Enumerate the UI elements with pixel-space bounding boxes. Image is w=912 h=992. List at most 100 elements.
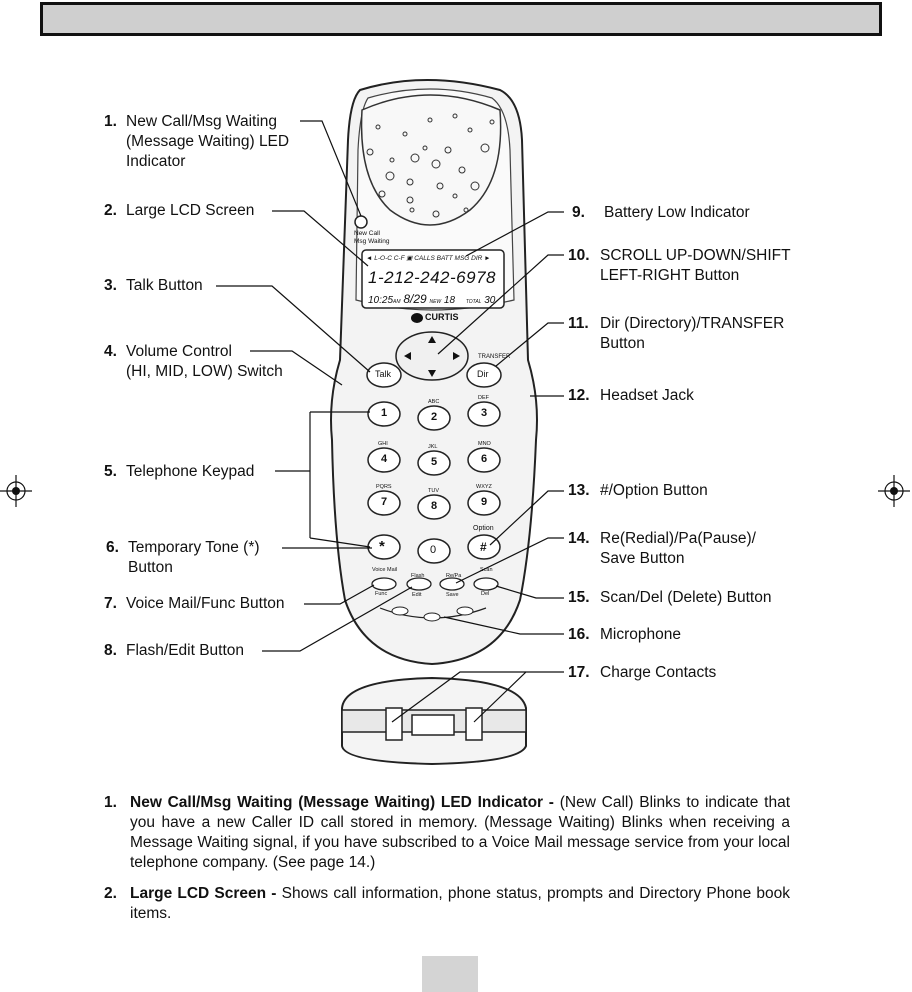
callout-num: 5. bbox=[104, 463, 117, 480]
key-star[interactable]: * bbox=[379, 538, 385, 555]
func-top-scan: Scan bbox=[480, 567, 493, 573]
callout-text: Battery Low Indicator bbox=[604, 204, 750, 221]
callout-num: 8. bbox=[104, 642, 117, 659]
callout-text-2: Button bbox=[600, 335, 645, 352]
led-label: New Call Msg Waiting bbox=[354, 230, 390, 246]
callout-text: Telephone Keypad bbox=[126, 463, 255, 480]
callout-text: Scan/Del (Delete) Button bbox=[600, 589, 772, 606]
callout-13: 13. #/Option Button bbox=[568, 481, 708, 501]
func-top-flash: Flash bbox=[411, 573, 425, 579]
callout-text: #/Option Button bbox=[600, 482, 708, 499]
description-body: (New Call) Blinks to indicate that you h… bbox=[130, 794, 790, 871]
callout-8: 8. Flash/Edit Button bbox=[104, 641, 244, 661]
callout-num: 10. bbox=[568, 247, 590, 264]
key-9[interactable]: 9 bbox=[481, 496, 488, 508]
callout-num: 1. bbox=[104, 113, 117, 130]
key-8[interactable]: 8 bbox=[431, 500, 438, 512]
callout-text: Dir (Directory)/TRANSFER bbox=[600, 315, 785, 332]
lcd-time: 10:25 bbox=[368, 295, 394, 306]
callout-num: 15. bbox=[568, 589, 590, 606]
lcd-ampm: AM bbox=[393, 299, 401, 305]
callout-text: Large LCD Screen bbox=[126, 202, 255, 219]
key-4-letters: GHI bbox=[378, 441, 388, 447]
description-num: 1. bbox=[104, 794, 117, 811]
description-num: 2. bbox=[104, 885, 117, 902]
key-5-letters: JKL bbox=[428, 444, 438, 450]
key-7[interactable]: 7 bbox=[381, 496, 388, 508]
callout-num: 13. bbox=[568, 482, 590, 499]
dir-button[interactable]: Dir bbox=[477, 369, 489, 379]
func-bottom-save: Save bbox=[446, 592, 459, 598]
key-hash[interactable]: # bbox=[480, 540, 487, 554]
talk-button[interactable]: Talk bbox=[375, 369, 392, 379]
func-top-voice-mail: Voice Mail bbox=[372, 567, 398, 573]
callout-6: 6. Temporary Tone (*) Button bbox=[106, 538, 260, 578]
callout-num: 2. bbox=[104, 202, 117, 219]
key-9-letters: WXYZ bbox=[476, 484, 492, 490]
lcd-new-label: NEW bbox=[429, 299, 442, 305]
callout-text: Flash/Edit Button bbox=[126, 642, 245, 659]
callout-num: 11. bbox=[568, 315, 589, 332]
callout-num: 7. bbox=[104, 595, 117, 612]
key-0[interactable]: 0 bbox=[430, 544, 437, 556]
key-5[interactable]: 5 bbox=[431, 456, 438, 468]
callout-text: Voice Mail/Func Button bbox=[126, 595, 285, 612]
key-6-letters: MNO bbox=[478, 441, 491, 447]
description-body: Shows call information, phone status, pr… bbox=[130, 885, 790, 922]
transfer-label: TRANSFER bbox=[478, 354, 511, 360]
callout-10: 10.SCROLL UP-DOWN/SHIFT LEFT-RIGHT Butto… bbox=[568, 246, 791, 286]
description-title: Large LCD Screen - bbox=[130, 885, 277, 902]
callout-text: Re(Redial)/Pa(Pause)/ bbox=[600, 530, 756, 547]
callout-num: 16. bbox=[568, 626, 590, 643]
func-top-repa: Re/Pa bbox=[446, 573, 462, 579]
description-text: New Call/Msg Waiting (Message Waiting) L… bbox=[130, 793, 790, 873]
key-4[interactable]: 4 bbox=[381, 453, 388, 465]
callout-num: 12. bbox=[568, 387, 590, 404]
key-8-letters: TUV bbox=[428, 488, 439, 494]
lcd-date: 8/29 bbox=[403, 292, 427, 306]
callout-17: 17.Charge Contacts bbox=[568, 663, 716, 683]
lcd-new-count: 18 bbox=[443, 295, 456, 306]
callout-text: Volume Control bbox=[126, 343, 232, 360]
callout-num: 9. bbox=[572, 204, 585, 221]
callout-text: Headset Jack bbox=[600, 387, 694, 404]
func-bottom-edit: Edit bbox=[412, 592, 422, 598]
callout-1: 1.New Call/Msg Waiting (Message Waiting)… bbox=[104, 112, 289, 172]
key-7-letters: PQRS bbox=[376, 484, 392, 490]
description-title: New Call/Msg Waiting (Message Waiting) L… bbox=[130, 794, 554, 811]
led-label-line2: Msg Waiting bbox=[354, 238, 390, 245]
func-bottom-del: Del bbox=[481, 591, 490, 597]
callout-text: Temporary Tone (*) bbox=[128, 539, 260, 556]
func-bottom-func: Func bbox=[375, 591, 388, 597]
description-text: Large LCD Screen - Shows call informatio… bbox=[130, 884, 790, 924]
lcd-status: ◄ L-O-C C-F ▣ CALLS BATT MSG DIR ► bbox=[366, 255, 491, 262]
brand-logo: CURTIS bbox=[425, 312, 459, 322]
callout-num: 6. bbox=[106, 539, 119, 556]
lcd-total-label: TOTAL bbox=[465, 299, 482, 305]
callout-5: 5. Telephone Keypad bbox=[104, 462, 254, 482]
callout-text: Microphone bbox=[600, 626, 681, 643]
key-3[interactable]: 3 bbox=[481, 407, 488, 419]
key-2-letters: ABC bbox=[428, 399, 440, 405]
callout-4: 4. Volume Control (HI, MID, LOW) Switch bbox=[104, 342, 283, 382]
key-2[interactable]: 2 bbox=[431, 411, 438, 423]
lcd-number: 1-212-242-6978 bbox=[368, 268, 496, 287]
callout-text-2: Button bbox=[128, 559, 173, 576]
callout-14: 14.Re(Redial)/Pa(Pause)/ Save Button bbox=[568, 529, 756, 569]
callout-3: 3.Talk Button bbox=[104, 276, 203, 296]
page-number-box bbox=[422, 956, 478, 992]
key-1[interactable]: 1 bbox=[381, 407, 388, 419]
callout-num: 4. bbox=[104, 343, 117, 360]
callout-7: 7. Voice Mail/Func Button bbox=[104, 594, 285, 614]
key-3-letters: DEF bbox=[478, 395, 489, 401]
header-bar bbox=[40, 2, 882, 36]
callout-text: Talk Button bbox=[126, 277, 203, 294]
callout-12: 12. Headset Jack bbox=[568, 386, 694, 406]
key-6[interactable]: 6 bbox=[481, 453, 488, 465]
callout-num: 14. bbox=[568, 530, 590, 547]
callout-text-2: (HI, MID, LOW) Switch bbox=[126, 363, 283, 380]
callout-text: New Call/Msg Waiting bbox=[126, 113, 278, 130]
callout-text-2: LEFT-RIGHT Button bbox=[600, 267, 740, 284]
led-label-line1: New Call bbox=[354, 230, 381, 237]
